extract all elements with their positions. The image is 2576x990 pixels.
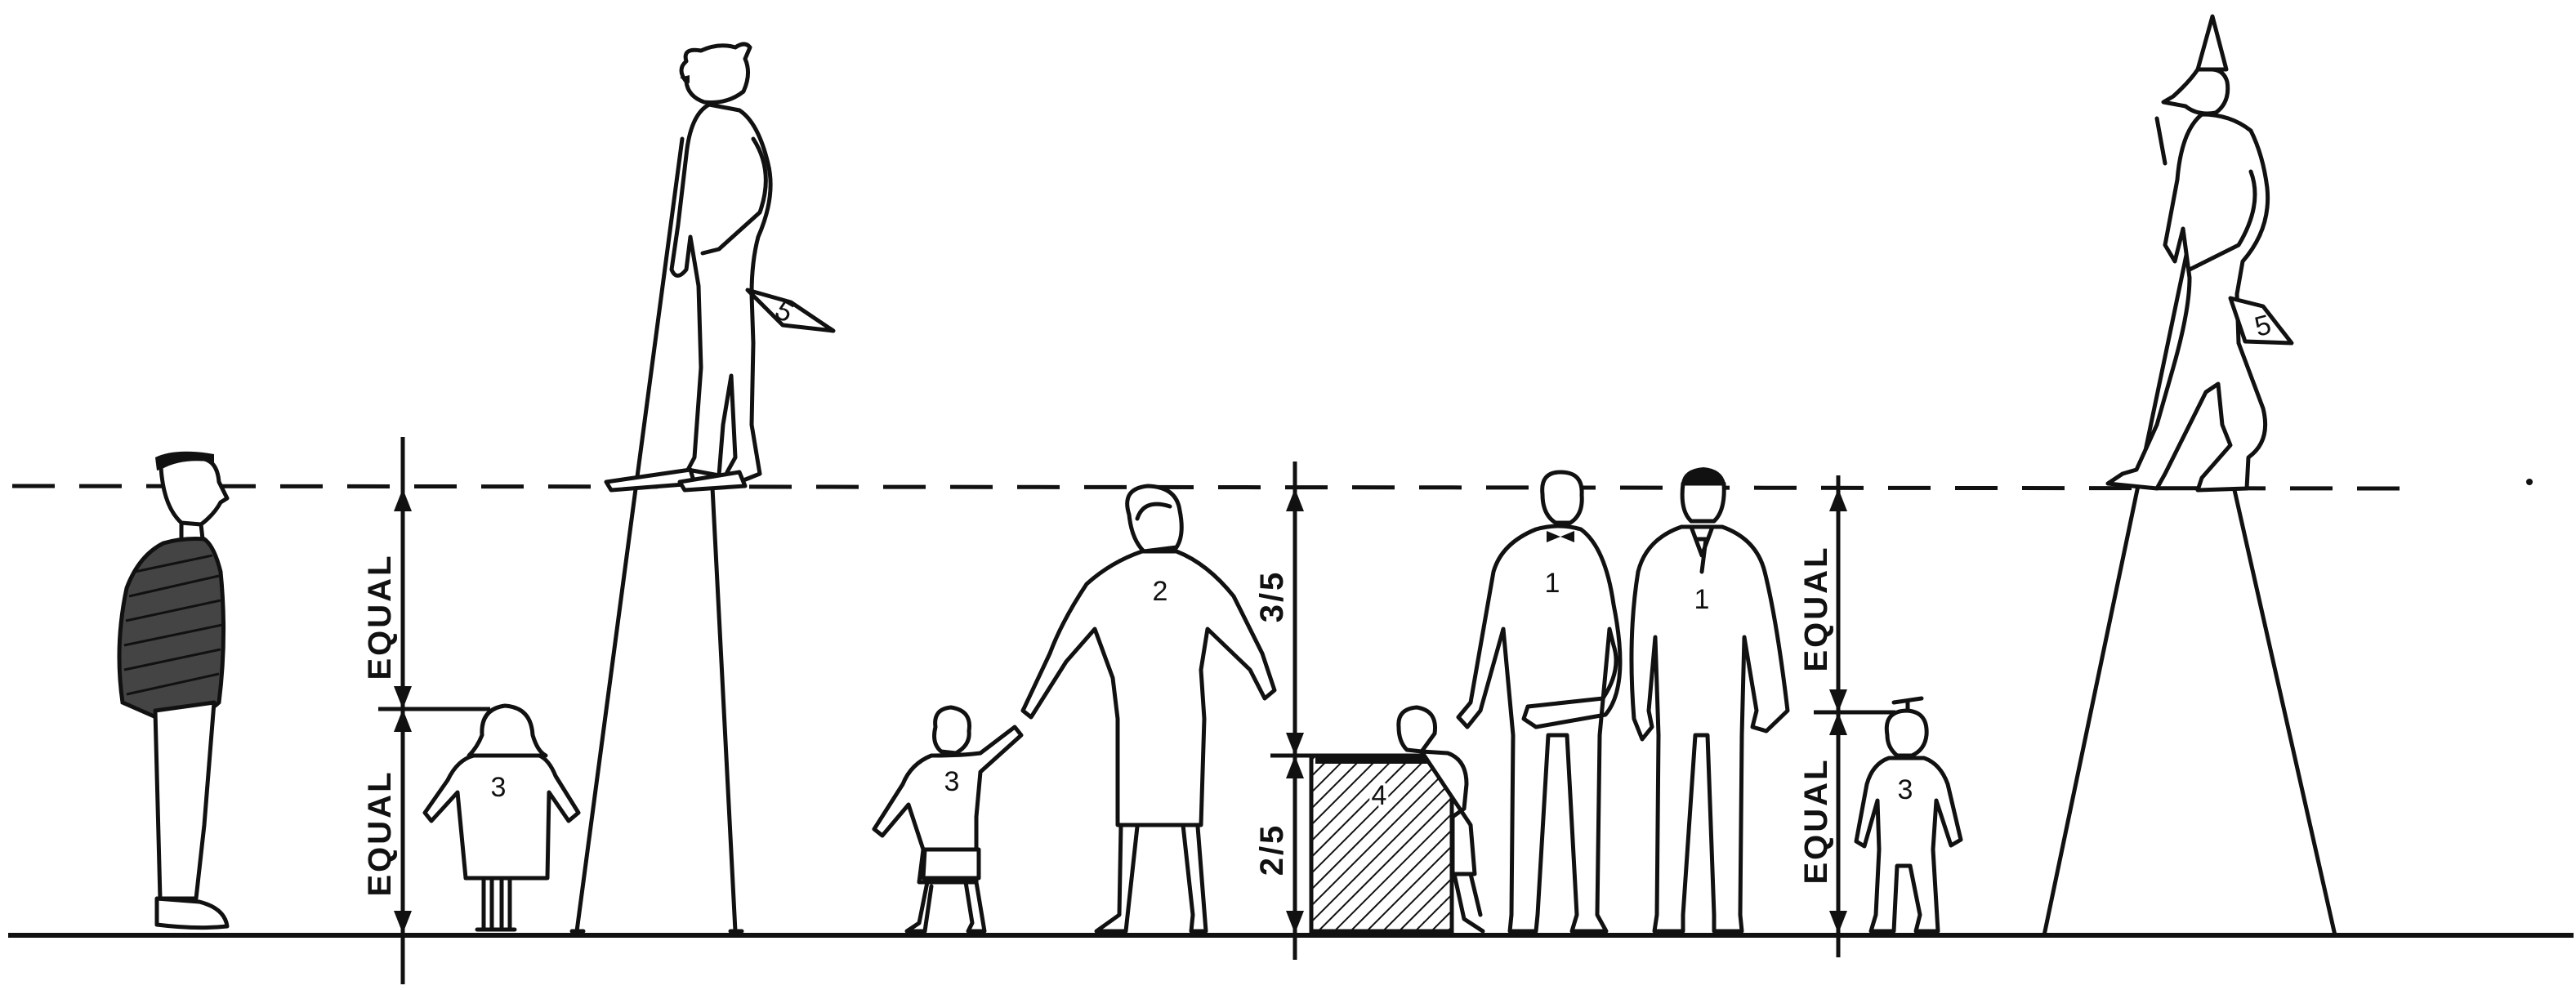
man-bow-tie-number: 1 xyxy=(1545,568,1560,599)
girl-number: 3 xyxy=(491,772,507,803)
box-number: 4 xyxy=(1372,780,1387,811)
middle-three-fifths-label: 3/5 xyxy=(1254,570,1290,623)
right-lower-equal-label: EQUAL xyxy=(1798,758,1834,885)
boy-cap-number: 3 xyxy=(1898,774,1913,805)
man-bow-tie: 1 xyxy=(1458,472,1620,931)
right-upper-equal-label: EQUAL xyxy=(1798,546,1834,672)
woman-figure: 2 xyxy=(1023,486,1275,931)
boy-holding-hand: 3 xyxy=(874,707,1021,931)
left-dimension-line xyxy=(378,437,490,984)
woman-number: 2 xyxy=(1153,576,1168,607)
man-necktie: 1 xyxy=(1632,467,1788,931)
left-upper-equal-label: EQUAL xyxy=(362,554,398,680)
girl-figure: 3 xyxy=(425,706,578,930)
observer-man xyxy=(119,452,227,928)
boy-propeller-cap: 3 xyxy=(1856,698,1961,931)
stilt-walker-bird: 5 xyxy=(2044,16,2335,935)
middle-two-fifths-label: 2/5 xyxy=(1254,823,1290,876)
boy-number: 3 xyxy=(944,766,960,797)
box-figure: 4 xyxy=(1311,756,1452,931)
stray-dot xyxy=(2526,479,2533,485)
stilt-walker-bear: 5 xyxy=(572,44,833,931)
man-necktie-number: 1 xyxy=(1694,584,1710,615)
left-lower-equal-label: EQUAL xyxy=(362,770,398,897)
horizon-line xyxy=(12,486,2402,488)
